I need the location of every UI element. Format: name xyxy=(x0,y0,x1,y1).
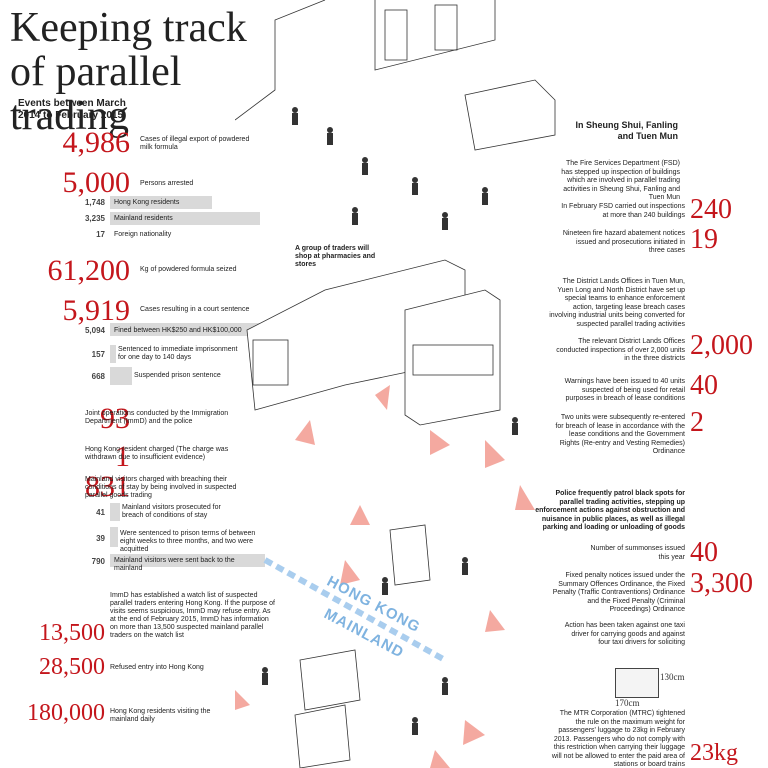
stat-number-small: 3,235 xyxy=(84,214,105,223)
stat-label: Fined between HK$250 and HK$100,000 xyxy=(114,327,242,334)
stat-number: 23kg xyxy=(690,740,738,766)
stat-label: Persons arrested xyxy=(140,180,194,187)
bar xyxy=(110,196,212,209)
stat-number-small: 17 xyxy=(96,230,105,239)
dimension-width: 170cm xyxy=(615,698,640,708)
bus-window xyxy=(252,339,289,386)
bar xyxy=(110,503,120,521)
stat-number: 831 xyxy=(85,470,130,503)
double-decker-bus xyxy=(404,289,501,426)
stat-number: 2 xyxy=(690,407,704,438)
stat-label: Hong Kong resident charged (The charge w… xyxy=(85,446,229,461)
stat-label: Cases resulting in a court sentence xyxy=(140,306,250,313)
cart xyxy=(389,524,431,586)
stat-number: 2,000 xyxy=(690,330,753,361)
stat-label: Cases of illegal export of powdered milk… xyxy=(140,136,250,151)
stat-number-small: 790 xyxy=(91,557,105,566)
stat-label: Number of summonses issued this year xyxy=(590,545,685,561)
stat-label: Hong Kong residents visiting the mainlan… xyxy=(110,708,211,723)
stat-number: 240 xyxy=(690,194,732,225)
arrow-icon xyxy=(295,420,315,445)
stat-label: Refused entry into Hong Kong xyxy=(110,664,204,671)
stat-number: 5,000 xyxy=(62,166,131,199)
arrow-icon xyxy=(340,560,360,585)
stat-number-small: 157 xyxy=(91,350,105,359)
arrow-icon xyxy=(515,485,535,510)
stat-label: Mainland visitors were sent back to the … xyxy=(114,557,235,572)
stat-label: Two units were subsequently re-entered f… xyxy=(555,414,685,455)
stat-label: The relevant District Lands Offices cond… xyxy=(556,338,685,362)
stat-label: Were sentenced to prison terms of betwee… xyxy=(120,530,256,553)
shop-door xyxy=(384,9,408,61)
stat-label: Sentenced to immediate imprisonment for … xyxy=(118,346,238,361)
stat-number: 40 xyxy=(690,370,718,401)
arrow-icon xyxy=(485,440,505,468)
arrow-icon xyxy=(235,690,250,710)
stat-number: 5,919 xyxy=(62,294,131,327)
stat-number: 180,000 xyxy=(27,700,105,726)
stat-number: 40 xyxy=(690,537,718,568)
bar xyxy=(110,323,260,336)
right-intro: The Fire Services Department (FSD) has s… xyxy=(561,160,680,201)
cart xyxy=(299,649,361,711)
stat-label: The MTR Corporation (MTRC) tightened the… xyxy=(551,710,685,768)
stat-label: Fixed penalty notices issued under the S… xyxy=(552,572,685,613)
stat-number: 13,500 xyxy=(39,620,105,646)
building-outline xyxy=(235,0,326,121)
stat-label: Suspended prison sentence xyxy=(134,372,221,379)
arrow-icon xyxy=(350,505,370,525)
stat-label: Foreign nationality xyxy=(114,231,172,238)
stat-number-small: 1,748 xyxy=(84,198,105,207)
border-line xyxy=(263,557,447,663)
stat-number-small: 668 xyxy=(91,372,105,381)
stat-label: Warnings have been issued to 40 units su… xyxy=(564,378,685,402)
arrow-icon xyxy=(463,720,485,745)
bus-window xyxy=(412,344,494,376)
stat-number-small: 5,094 xyxy=(84,326,105,335)
stat-label: Mainland residents xyxy=(114,215,173,222)
bar xyxy=(110,345,116,363)
stat-label: Mainland visitors charged with breaching… xyxy=(85,476,237,499)
luggage-icon xyxy=(615,668,659,698)
stat-label: The District Lands Offices in Tuen Mun, … xyxy=(549,278,685,328)
stat-number: 19 xyxy=(690,224,718,255)
bar xyxy=(110,367,132,385)
bar xyxy=(110,212,260,225)
stat-number: 93 xyxy=(100,402,130,435)
stat-number-small: 39 xyxy=(96,534,105,543)
stat-label: Kg of powdered formula seized xyxy=(140,266,237,273)
stat-label: Hong Kong residents xyxy=(114,199,180,206)
stat-number: 28,500 xyxy=(39,654,105,680)
street-illustration xyxy=(235,0,556,768)
right-heading: In Sheung Shui, Fanling and Tuen Mun xyxy=(575,120,679,141)
bar xyxy=(110,554,265,567)
stat-label: Action has been taken against one taxi d… xyxy=(564,622,685,646)
police-text: Police frequently patrol black spots for… xyxy=(535,490,685,531)
arrow-icon xyxy=(485,610,505,632)
stat-label: ImmD has established a watch list of sus… xyxy=(110,592,275,639)
stat-number: 1 xyxy=(115,440,130,473)
shop-door xyxy=(434,4,458,51)
traders-caption: A group of traders will shop at pharmaci… xyxy=(295,245,376,268)
bar xyxy=(110,527,118,547)
stat-number-small: 41 xyxy=(96,508,105,517)
stat-number: 61,200 xyxy=(47,254,131,287)
arrow-icon xyxy=(430,430,450,455)
building-outline xyxy=(374,0,496,71)
stat-label: Mainland visitors prosecuted for breach … xyxy=(122,504,221,519)
arrow-icon xyxy=(430,750,450,768)
stat-label: Nineteen fire hazard abatement notices i… xyxy=(562,230,685,254)
page-title: Keeping track of parallel trading xyxy=(10,5,247,139)
stat-number: 3,300 xyxy=(690,568,753,599)
stat-label: In February FSD carried out inspections … xyxy=(561,203,685,219)
dimension-height: 130cm xyxy=(660,672,685,682)
stat-label: Joint operations conducted by the Immigr… xyxy=(85,410,229,425)
arrow-icon xyxy=(375,385,390,410)
stat-number: 4,986 xyxy=(62,126,131,159)
van xyxy=(464,79,556,151)
subtitle: Events between March 2014 to February 20… xyxy=(18,98,126,121)
cart xyxy=(294,704,351,768)
